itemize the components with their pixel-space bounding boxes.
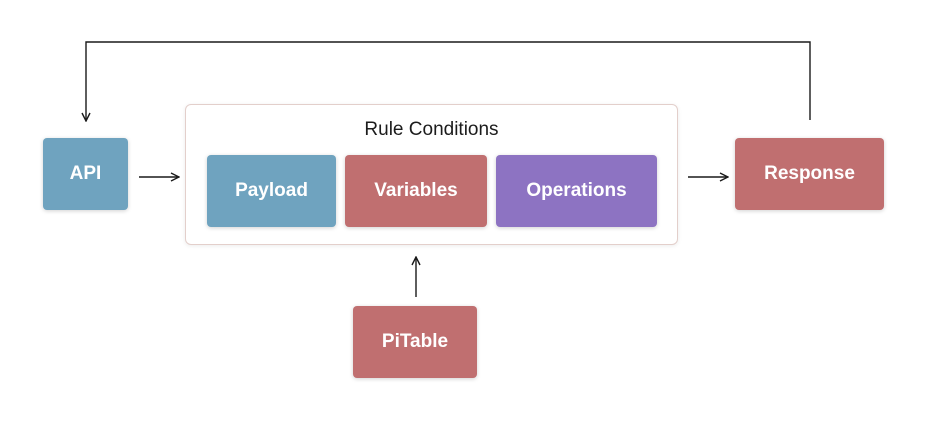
operations-label: Operations <box>526 180 627 201</box>
api-node: API <box>43 138 128 210</box>
api-label: API <box>69 163 102 184</box>
payload-node: Payload <box>207 155 336 227</box>
response-label: Response <box>764 163 855 184</box>
feedback-loop-arrow <box>86 41 811 121</box>
response-node: Response <box>735 138 884 210</box>
rule-conditions-title: Rule Conditions <box>364 119 499 140</box>
variables-label: Variables <box>374 180 458 201</box>
pitable-label: PiTable <box>381 331 449 352</box>
payload-label: Payload <box>235 180 308 201</box>
pitable-node: PiTable <box>353 306 477 378</box>
variables-node: Variables <box>345 155 487 227</box>
operations-node: Operations <box>496 155 657 227</box>
